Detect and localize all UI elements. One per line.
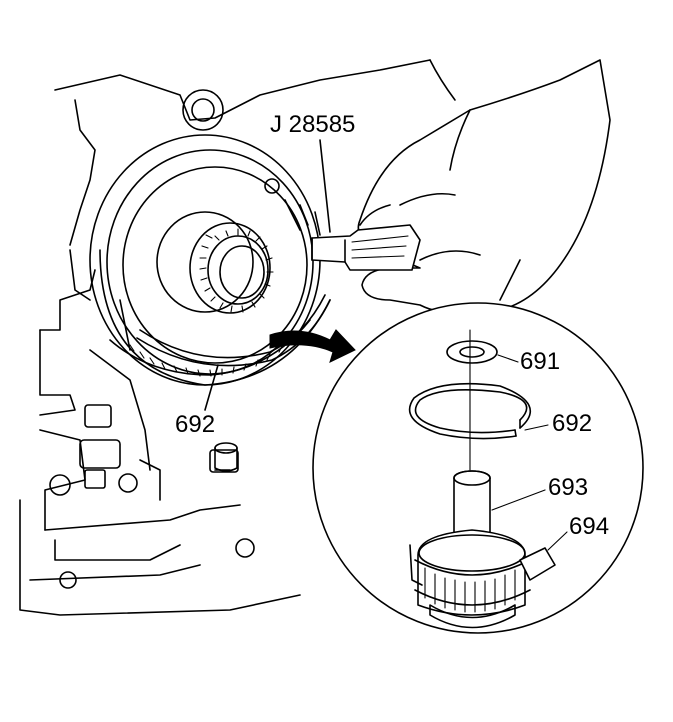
- tool-leader-line: [319, 139, 331, 233]
- part-694-leader-line: [547, 531, 568, 551]
- technician-hand: [357, 59, 611, 315]
- tool-j28585: [311, 224, 421, 271]
- transmission-case: [19, 59, 431, 616]
- part-691-leader-line: [497, 354, 519, 363]
- thrust-washer-691: [446, 340, 498, 364]
- callout-692-main: 692: [175, 411, 216, 438]
- ring-gear-base-694: [409, 529, 556, 629]
- snap-ring-692-installed: [136, 294, 331, 367]
- part-692-detail-leader-line: [524, 424, 549, 431]
- callout-tool-j28585: J 28585: [270, 111, 356, 138]
- case-bolt-boss: [182, 89, 224, 131]
- part-693-leader-line: [491, 489, 546, 511]
- callout-693: 693: [548, 474, 589, 501]
- detail-view-circle: [312, 302, 644, 634]
- callout-694: 694: [569, 513, 610, 540]
- input-shaft-hub: [156, 211, 274, 314]
- callout-691: 691: [520, 348, 561, 375]
- callout-692-detail: 692: [552, 410, 593, 437]
- detail-arrow: [269, 329, 356, 363]
- dowel-pin: [214, 442, 238, 472]
- part-692-leader-line: [204, 364, 219, 411]
- snap-ring-692-detail: [408, 382, 532, 440]
